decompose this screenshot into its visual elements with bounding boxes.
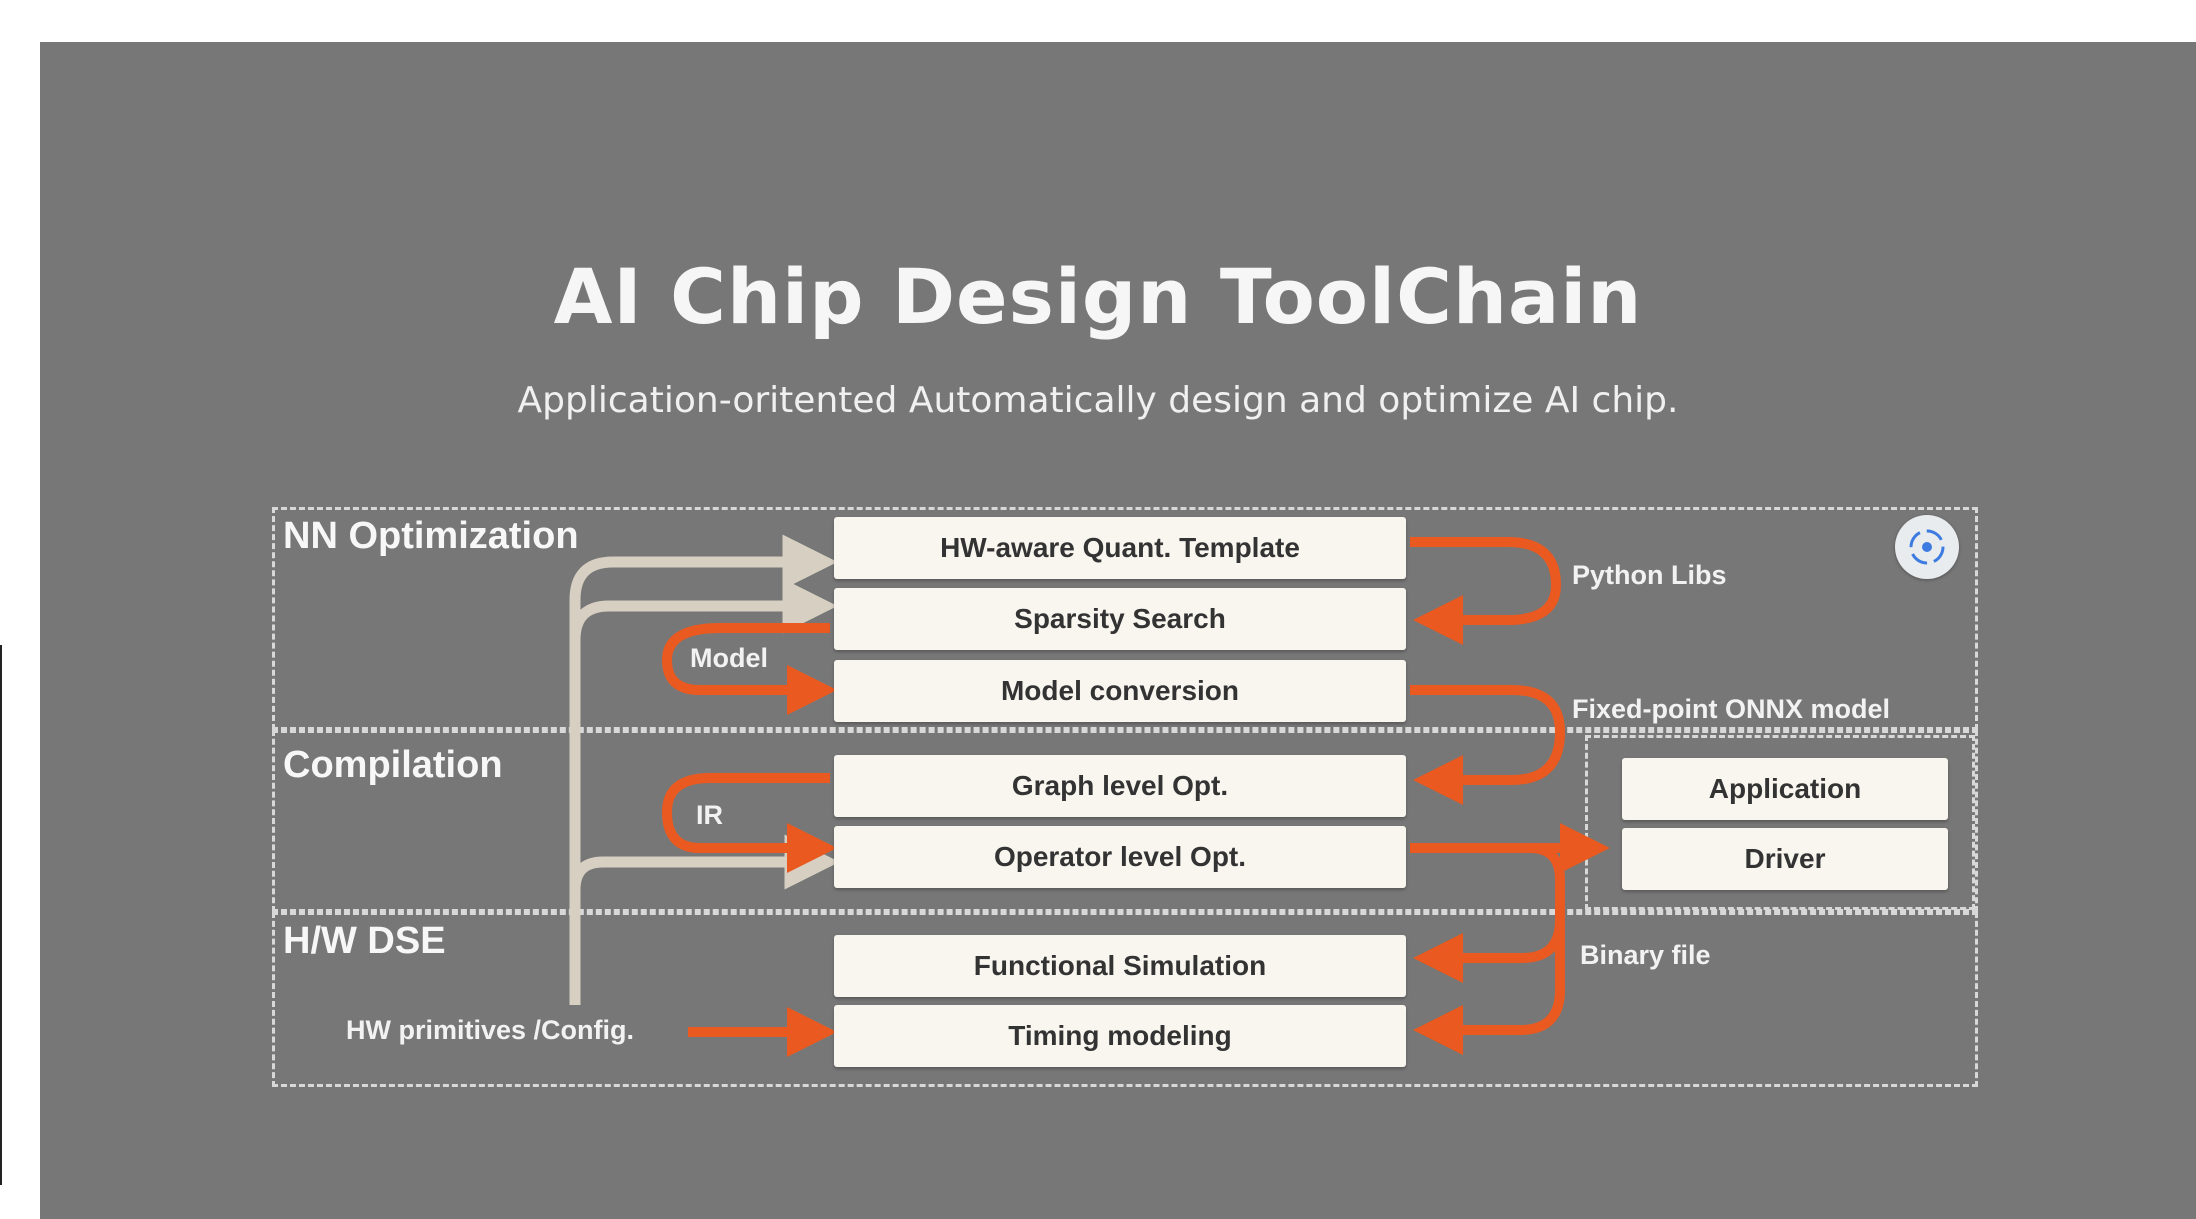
target-region <box>1585 735 1975 910</box>
block-functional-simulation: Functional Simulation <box>834 935 1406 997</box>
block-graph-level-opt: Graph level Opt. <box>834 755 1406 817</box>
block-hw-aware-quant-template: HW-aware Quant. Template <box>834 517 1406 579</box>
nn-optimization-region <box>272 507 1978 730</box>
note-python-libs: Python Libs <box>1572 560 1727 590</box>
block-driver: Driver <box>1622 828 1948 890</box>
fullscreen-icon[interactable] <box>1895 515 1959 579</box>
block-model-conversion: Model conversion <box>834 660 1406 722</box>
note-hw-primitives-config: HW primitives /Config. <box>346 1015 635 1045</box>
note-model: Model <box>690 643 768 673</box>
slide-subtitle: Application-oritented Automatically desi… <box>517 380 1679 421</box>
data-flow-arrows <box>661 537 1610 1057</box>
section-label-compilation: Compilation <box>283 744 503 786</box>
hw-dse-region <box>272 912 1978 1087</box>
compilation-region <box>272 730 1978 912</box>
block-application: Application <box>1622 758 1948 820</box>
section-label-hw-dse: H/W DSE <box>283 920 446 962</box>
block-sparsity-search: Sparsity Search <box>834 588 1406 650</box>
block-timing-modeling: Timing modeling <box>834 1005 1406 1067</box>
section-label-nn-optimization: NN Optimization <box>283 515 579 557</box>
note-binary-file: Binary file <box>1580 940 1711 970</box>
hw-config-feedback-arrows <box>569 534 840 1005</box>
block-operator-level-opt: Operator level Opt. <box>834 826 1406 888</box>
slide-title: AI Chip Design ToolChain <box>553 252 1643 341</box>
left-edge-bar <box>0 645 2 1185</box>
note-ir: IR <box>696 800 723 830</box>
note-fixed-point-onnx-model: Fixed-point ONNX model <box>1572 694 1891 724</box>
